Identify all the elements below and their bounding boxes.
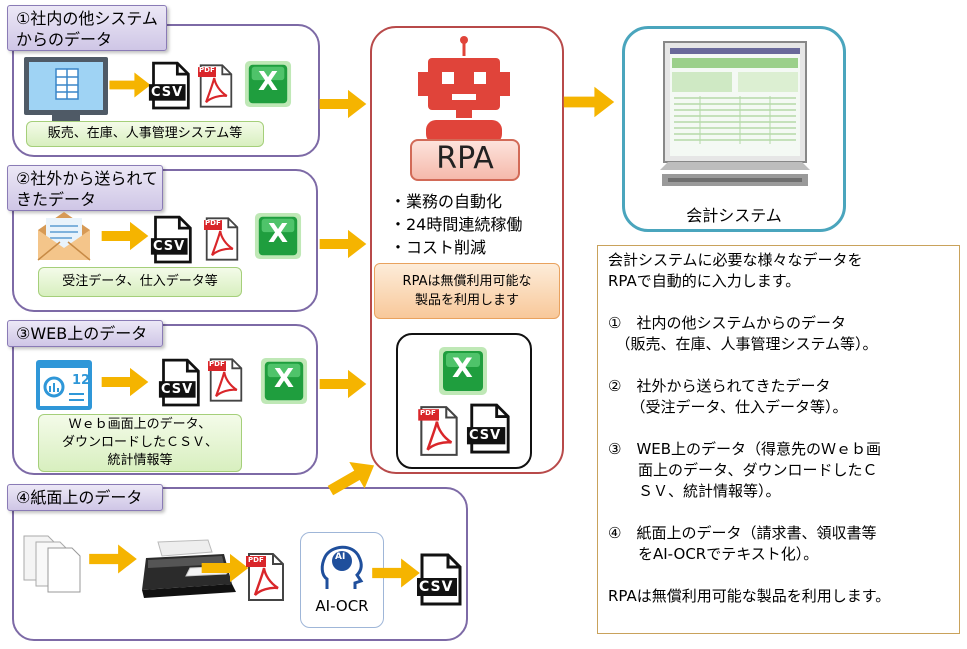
paper-documents-icon (22, 534, 84, 594)
csv-label: CSV (469, 428, 502, 443)
description-line: をAI-OCRでテキスト化）。 (608, 545, 819, 563)
source-tag-web: ③WEB上のデータ (7, 320, 163, 347)
description-line: （受注データ、仕入データ等）。 (608, 398, 848, 416)
csv-label: CSV (151, 85, 184, 100)
description-line: 面上のデータ、ダウンロードしたＣ (608, 461, 878, 479)
source-note-web: Ｗｅｂ画面上のデータ、 ダウンロードしたＣＳＶ、 統計情報等 (38, 414, 242, 472)
ai-head-icon (320, 545, 364, 589)
ai-ocr-box: AI AI-OCR (300, 532, 384, 628)
arrow-source-to-files-3 (100, 364, 150, 400)
arrow-source-to-files-2 (100, 218, 150, 254)
accounting-label: 会計システム (686, 206, 782, 225)
pdf-label: PDF (248, 556, 264, 564)
source-note-internal: 販売、在庫、人事管理システム等 (26, 121, 264, 147)
rpa-bullets: ・業務の自動化 ・24時間連続稼働 ・コスト削減 (390, 190, 522, 259)
description-line (608, 418, 949, 439)
excel-label: X (452, 353, 473, 384)
description-line: ④ 紙面上のデータ（請求書、領収書等 (608, 524, 877, 542)
csv-label: CSV (419, 579, 454, 595)
description-line: （販売、在庫、人事管理システム等）。 (608, 335, 878, 353)
source-tag-internal: ①社内の他システム からのデータ (7, 5, 167, 51)
arrow-rpa-to-accounting (560, 84, 618, 120)
source-note-external: 受注データ、仕入データ等 (38, 267, 242, 297)
rpa-bullet: ・業務の自動化 (390, 192, 503, 211)
description-line: ② 社外から送られてきたデータ (608, 377, 831, 395)
ai-text: AI (335, 552, 346, 562)
csv-label: CSV (161, 382, 194, 397)
description-line (608, 292, 949, 313)
description-line: ③ WEB上のデータ（得意先のＷｅｂ画 (608, 440, 882, 458)
arrow-web-to-rpa (318, 366, 368, 402)
arrow-scanner-to-pdf (200, 551, 250, 585)
robot-icon (412, 34, 516, 144)
arrow-ocr-to-csv (370, 556, 422, 590)
rpa-bullet: ・24時間連続稼働 (390, 215, 523, 234)
arrow-source-to-files-1 (108, 67, 152, 103)
calendar-icon (34, 358, 94, 412)
csv-label: CSV (153, 239, 186, 254)
description-line (608, 355, 949, 376)
excel-label: X (274, 364, 295, 394)
accounting-monitor-icon (660, 40, 810, 192)
description-line: 会計システムに必要な様々なデータを (608, 251, 863, 269)
description-line: ① 社内の他システムからのデータ (608, 314, 846, 332)
description-line: RPAは無償利用可能な製品を利用します。 (608, 587, 891, 605)
envelope-icon (36, 210, 92, 262)
rpa-label: RPA (410, 139, 520, 181)
monitor-table-icon (22, 55, 110, 125)
description-line (608, 502, 949, 523)
pdf-label: PDF (205, 219, 221, 227)
description-line: ＳＶ、統計情報等）。 (608, 482, 781, 500)
source-tag-paper: ④紙面上のデータ (7, 484, 163, 511)
arrow-paper-to-scanner (86, 542, 140, 576)
rpa-bullet: ・コスト削減 (390, 238, 487, 257)
excel-label: X (268, 219, 289, 249)
description-line (608, 565, 949, 586)
pdf-label: PDF (209, 360, 225, 368)
calendar-number: 12 (72, 373, 91, 388)
ai-ocr-label: AI-OCR (315, 597, 369, 615)
arrow-internal-to-rpa (318, 86, 368, 122)
excel-label: X (258, 67, 279, 97)
arrow-external-to-rpa (318, 226, 368, 262)
pdf-label: PDF (420, 409, 436, 417)
description-line: RPAで自動的に入力します。 (608, 272, 801, 290)
source-tag-external: ②社外から送られて きたデータ (7, 165, 163, 211)
rpa-free-note: RPAは無償利用可能な 製品を利用します (374, 263, 560, 319)
description-box: 会計システムに必要な様々なデータを RPAで自動的に入力します。 ① 社内の他シ… (597, 245, 960, 634)
pdf-label: PDF (199, 66, 215, 74)
